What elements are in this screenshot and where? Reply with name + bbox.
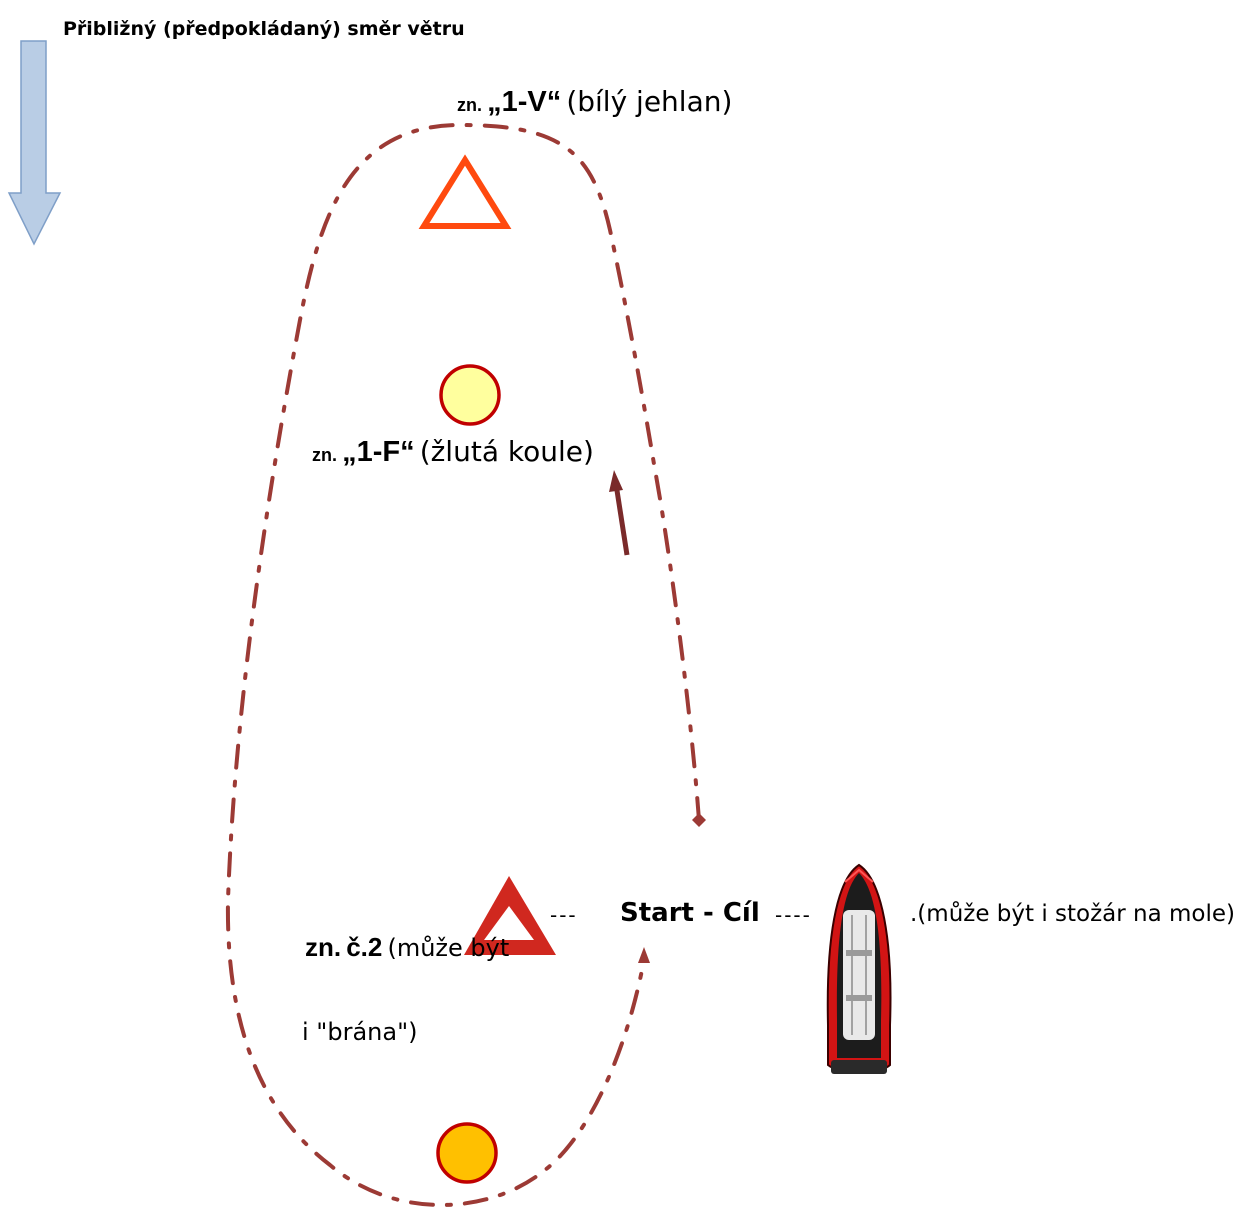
course-route-line — [225, 122, 701, 1207]
committee-boat-note: .(může být i stožár na mole) — [910, 901, 1234, 927]
start-finish-label: Start - Cíl — [620, 898, 760, 928]
mark-1f-prefix: zn. — [312, 445, 337, 465]
route-end-marker — [692, 813, 706, 827]
start-line-dots-left: --- — [550, 903, 578, 927]
start-mark-triangle-icon — [464, 876, 556, 955]
mark-1v-label: zn. „1-V“ (bílý jehlan) — [457, 88, 732, 117]
mark-2-prefix: zn. — [305, 932, 342, 962]
mark-1f-label: zn. „1-F“ (žlutá koule) — [312, 438, 594, 467]
mark-2-code: č.2 — [346, 932, 383, 962]
mark-1f-code: „1-F“ — [342, 436, 415, 468]
mark-1f-buoy-icon — [439, 364, 501, 426]
direction-arrow-icon — [609, 470, 630, 556]
mark-1v-code: „1-V“ — [487, 86, 562, 118]
wind-direction-arrow-icon — [7, 40, 62, 246]
mark-1v-description: (bílý jehlan) — [566, 85, 733, 118]
mark-2-description-line1: (může být — [387, 934, 510, 962]
inflatable-boat-icon — [826, 863, 892, 1074]
start-line-dots-right: ---- — [775, 903, 812, 927]
mark-1v-prefix: zn. — [457, 95, 482, 115]
mark-1v-triangle-icon — [418, 154, 512, 229]
route-arrowhead — [638, 947, 650, 963]
mark-2-description-line2: i "brána") — [302, 1018, 418, 1046]
wind-direction-title: Přibližný (předpokládaný) směr větru — [63, 18, 465, 40]
mark-2-label: zn. č.2 (může být — [305, 934, 509, 960]
mark-1f-description: (žlutá koule) — [419, 435, 594, 468]
mark-2-buoy-icon — [436, 1122, 498, 1184]
